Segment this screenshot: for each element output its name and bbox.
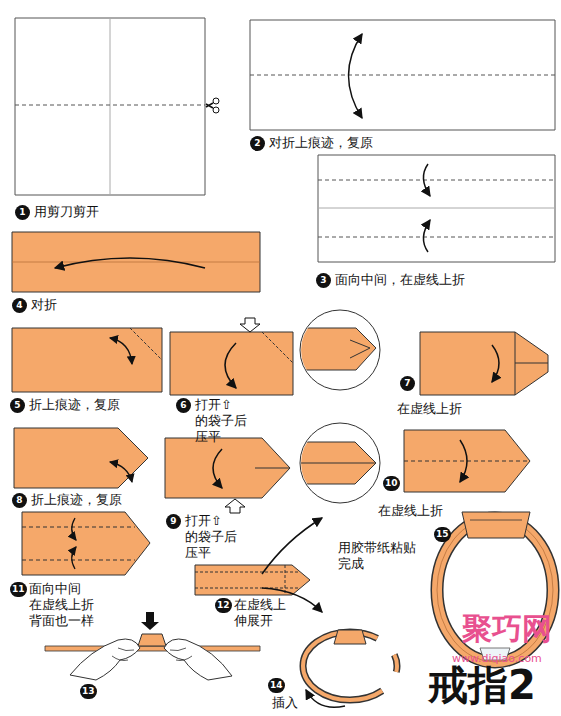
watermark: 聚巧网	[462, 612, 552, 646]
step-instruction: 面向中间 在虚线上折 背面也一样	[29, 581, 94, 629]
step-number: 13	[80, 684, 97, 699]
step-number: 9	[166, 514, 181, 529]
step-instruction: 面向中间，在虚线上折	[335, 272, 465, 288]
step-number: 12	[215, 598, 232, 613]
title: 戒指2	[428, 662, 536, 708]
step-instruction: 打开⇧的袋子后 压平	[185, 513, 237, 561]
step-instruction: 折上痕迹，复原	[29, 397, 120, 413]
step-number: 1	[15, 205, 30, 220]
step-instruction: 对折	[31, 297, 57, 313]
step-instruction: 对折上痕迹，复原	[269, 135, 373, 151]
step-number: 11	[10, 582, 27, 597]
step-number: 6	[176, 398, 191, 413]
step-instruction: 在虚线上折	[397, 401, 462, 417]
step-number: 8	[12, 493, 27, 508]
step-instruction: 在虚线上 伸展开	[234, 597, 286, 629]
step-instruction: 用剪刀剪开	[34, 204, 99, 220]
step-number: 15	[434, 527, 451, 542]
step-instruction: 打开⇧的袋子后 压平	[195, 397, 247, 445]
step-number: 3	[316, 273, 331, 288]
step-instruction: 折上痕迹，复原	[31, 492, 122, 508]
step-instruction: 用胶带纸粘贴 完成	[338, 540, 416, 572]
step-number: 2	[250, 136, 265, 151]
step-number: 7	[400, 376, 415, 391]
step-instruction: 插入	[272, 695, 298, 711]
step-number: 14	[268, 678, 285, 693]
step-number: 4	[12, 298, 27, 313]
step-number: 5	[10, 398, 25, 413]
step-number: 10	[383, 476, 400, 491]
step-instruction: 在虚线上折	[378, 503, 443, 519]
